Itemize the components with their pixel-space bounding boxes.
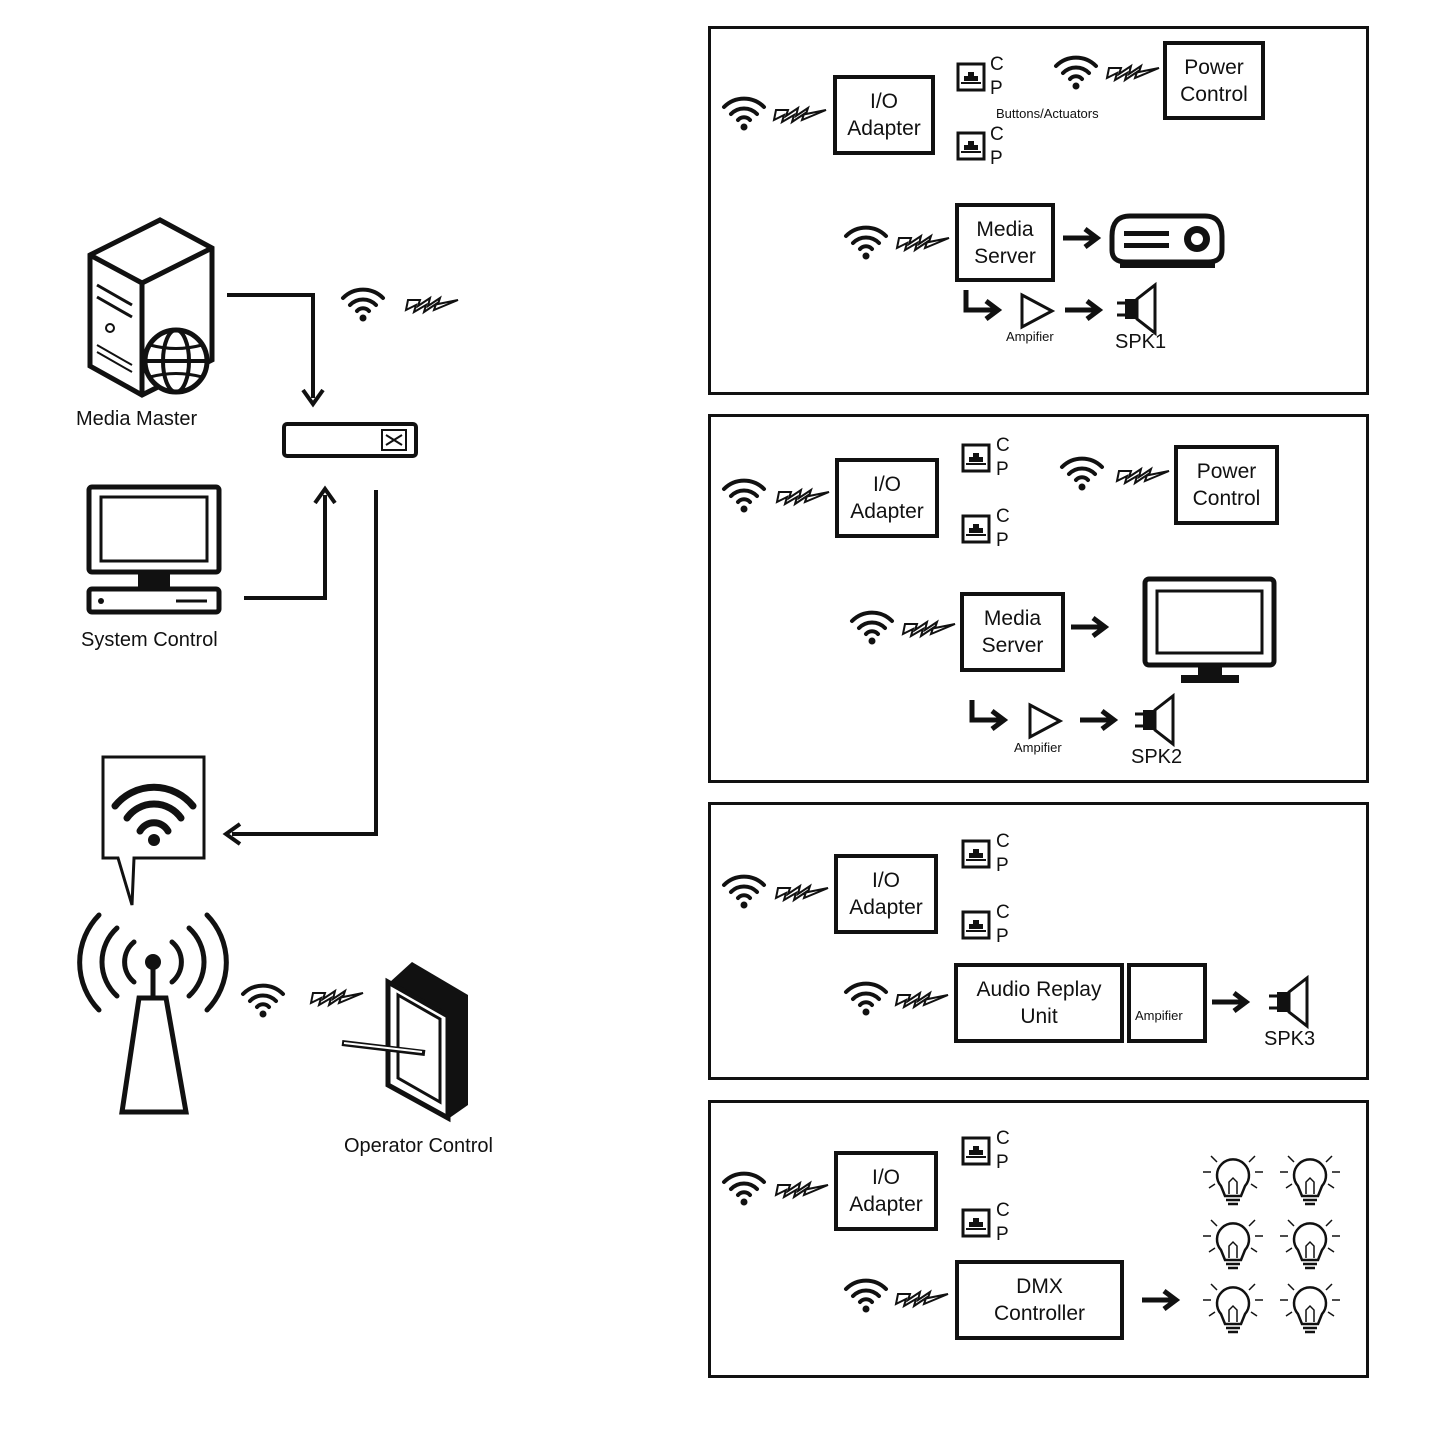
tablet-icon <box>341 962 468 1123</box>
connection-media-master-to-switch <box>227 293 325 408</box>
cp-label: C P <box>996 506 1010 551</box>
cp-label: C P <box>990 124 1004 169</box>
branch-arrow-icon <box>969 700 1000 723</box>
amplifier-box <box>1127 963 1207 1043</box>
speaker-label: SPK2 <box>1131 746 1183 768</box>
amplifier-label: Ampifier <box>1006 329 1054 344</box>
monitor-icon <box>1142 576 1277 683</box>
cp-label: C P <box>996 1128 1010 1173</box>
speaker-label: SPK1 <box>1115 331 1167 353</box>
power-control-box: Power Control <box>1163 41 1265 120</box>
wifi-bubble-icon <box>101 755 206 906</box>
panel-1 <box>708 26 1369 395</box>
connection-switch-to-wifi <box>222 490 378 846</box>
projector-icon <box>1109 213 1225 268</box>
cp-label: C P <box>996 435 1010 480</box>
globe-icon <box>142 327 210 395</box>
io-adapter-box: I/O Adapter <box>835 458 939 538</box>
cp-label: C P <box>996 831 1010 876</box>
cp-label: C P <box>990 54 1004 99</box>
audio-replay-unit-box: Audio Replay Unit <box>954 963 1124 1043</box>
dmx-controller-box: DMX Controller <box>955 1260 1124 1340</box>
branch-arrow-icon <box>963 290 995 313</box>
wifi-icon <box>241 983 285 1020</box>
system-control-label: System Control <box>81 629 218 651</box>
operator-control-label: Operator Control <box>344 1135 493 1157</box>
antenna-tower-icon <box>77 912 229 1115</box>
amplifier-label: Ampifier <box>1014 740 1062 755</box>
amplifier-label: Ampifier <box>1135 1008 1183 1023</box>
connection-system-control-to-switch <box>244 485 337 600</box>
branch-arrow-head <box>984 299 1003 321</box>
computer-icon <box>86 484 222 615</box>
io-adapter-box: I/O Adapter <box>834 854 938 934</box>
panel-4 <box>708 1100 1369 1378</box>
wireless-signal-icon <box>310 990 364 1006</box>
media-master-label: Media Master <box>76 408 198 430</box>
cp-label: C P <box>996 902 1010 947</box>
speaker-label: SPK3 <box>1264 1028 1316 1050</box>
buttons-actuators-label: Buttons/Actuators <box>996 106 1099 121</box>
network-switch-icon <box>282 422 418 458</box>
io-adapter-box: I/O Adapter <box>834 1151 938 1231</box>
media-server-box: Media Server <box>955 203 1055 282</box>
wireless-signal-icon <box>405 297 459 313</box>
panel-2 <box>708 414 1369 783</box>
power-control-box: Power Control <box>1174 445 1279 525</box>
io-adapter-box: I/O Adapter <box>833 75 935 155</box>
panel-3 <box>708 802 1369 1080</box>
cp-label: C P <box>996 1200 1010 1245</box>
branch-arrow-head <box>990 709 1009 731</box>
media-server-box: Media Server <box>960 592 1065 672</box>
wifi-icon <box>341 287 385 324</box>
